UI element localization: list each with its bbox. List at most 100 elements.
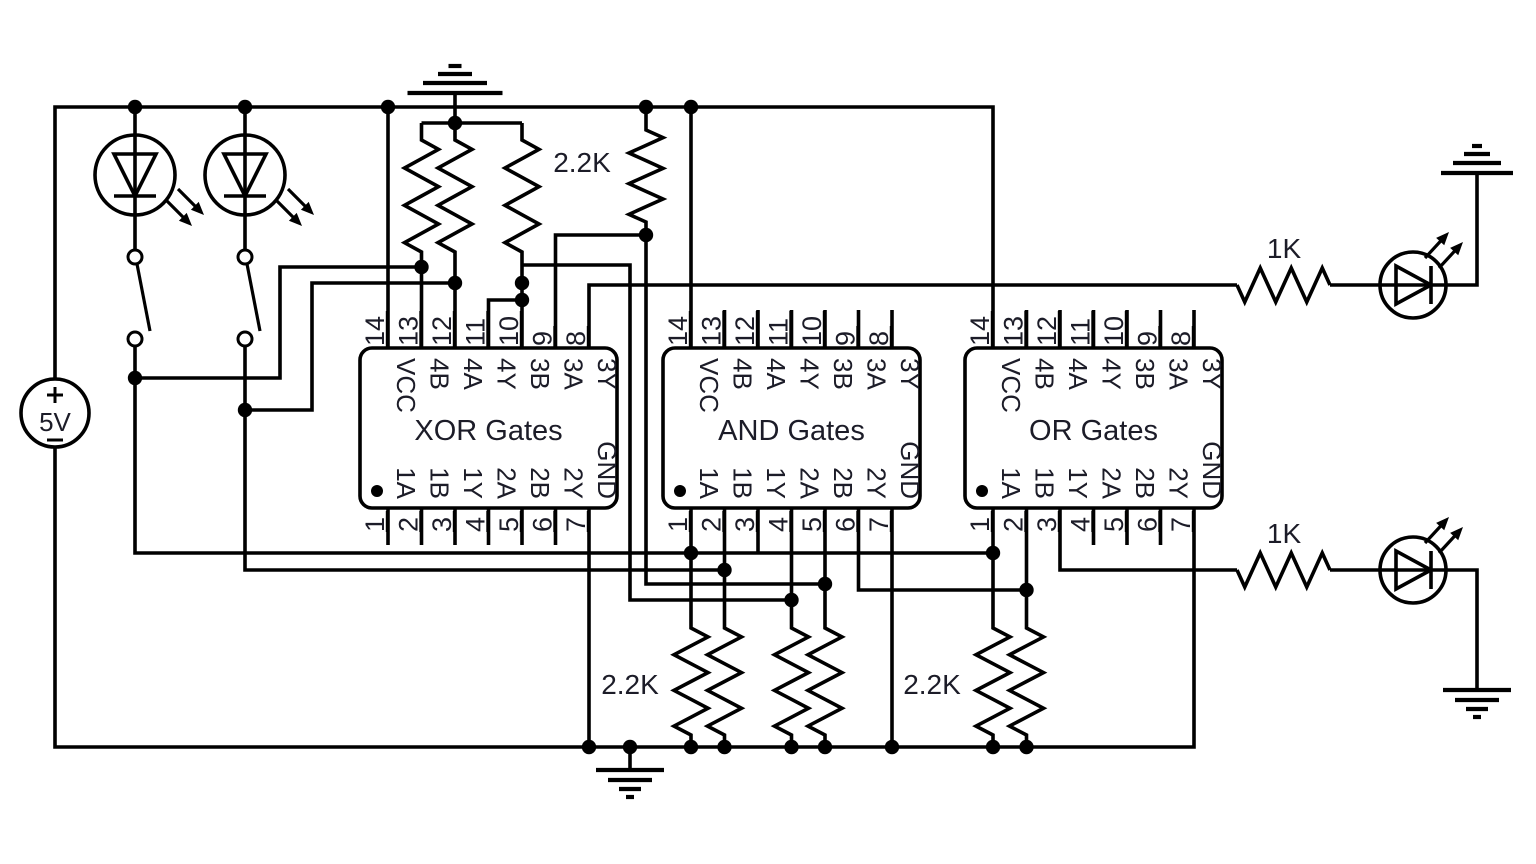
wire [133, 378, 993, 555]
junction-dot [514, 292, 530, 308]
pin-label: 2Y [559, 467, 589, 499]
pin-number: 12 [427, 316, 457, 346]
arrowhead [1450, 242, 1463, 256]
pin-number: 13 [697, 316, 727, 346]
wire [486, 298, 522, 310]
pin-label: 3A [862, 358, 892, 390]
pin-label: 2A [1097, 467, 1127, 499]
wire [670, 553, 712, 747]
resistor-series-led-top: 1K [1235, 233, 1332, 307]
resistor-pulldown-switch-b [434, 123, 476, 283]
resistor-value-and-group: 2.2K [601, 669, 659, 700]
pin-number: 11 [1066, 318, 1096, 346]
pin-number: 5 [1099, 517, 1129, 532]
resistor-pullup-xor3a [624, 107, 668, 235]
switch-a [126, 248, 152, 348]
junction-dot [380, 99, 396, 115]
pin-number: 2 [394, 517, 424, 532]
pin-label: 1Y [1063, 467, 1093, 499]
led-circle [203, 133, 287, 217]
led-circle [1378, 250, 1448, 320]
chip-xor-gates: XOR Gates141VCC1A1324B1B1234A1Y1144Y2A10… [358, 310, 622, 545]
pin-number: 14 [360, 316, 390, 346]
pin-number: 13 [999, 316, 1029, 346]
junction-dot [717, 739, 732, 755]
wire [135, 265, 422, 380]
pin-label: 4A [458, 358, 488, 390]
wire [47, 387, 63, 403]
junction-dot [817, 739, 833, 755]
pin-number: 12 [730, 316, 760, 346]
arrowhead [1436, 232, 1449, 246]
pin-number: 10 [494, 316, 524, 346]
pin-number: 12 [1032, 316, 1062, 346]
junction-dot [784, 739, 799, 755]
pin-label: 3A [559, 358, 589, 390]
pin-number: 7 [1166, 517, 1196, 532]
resistor-value-label: 1K [1267, 518, 1302, 549]
junction-dot [581, 739, 597, 755]
junction-dot [638, 227, 654, 243]
pin-number: 1 [360, 517, 390, 532]
junction-dot [414, 259, 429, 275]
junction-dot [717, 562, 732, 578]
wire [434, 123, 476, 283]
led-output-top [1378, 232, 1463, 320]
pin-label: 2B [1130, 467, 1160, 499]
pin-number: 7 [561, 517, 591, 532]
pin-label: GND [592, 441, 622, 499]
wire [53, 105, 995, 379]
pin-label: 2Y [1164, 467, 1194, 499]
led-circle [93, 133, 177, 217]
junction-dot [1019, 739, 1034, 755]
pin-label: GND [1197, 441, 1227, 499]
diode-triangle [221, 152, 269, 201]
junction-dot [784, 592, 799, 608]
pin-label: 2B [828, 467, 858, 499]
pin-label: 3Y [1197, 358, 1227, 390]
ground-bottom-center [596, 767, 664, 800]
pin-label: 4A [761, 358, 791, 390]
junction-dot [683, 545, 699, 561]
pin-label: 1A [996, 467, 1026, 499]
switch-terminal [236, 248, 254, 266]
pin-number: 10 [797, 316, 827, 346]
arrowhead [1436, 517, 1449, 531]
resistor-pulldown-and-2a [770, 600, 813, 747]
pin-number: 3 [730, 517, 760, 532]
switch-blade [126, 330, 144, 348]
pin-label: 2B [525, 467, 555, 499]
pin-label: 4Y [492, 358, 522, 390]
pin-label: 2A [795, 467, 825, 499]
junction-dot [683, 99, 699, 115]
pin-number: 14 [663, 316, 693, 346]
resistor-value-label: 2.2K [601, 669, 659, 700]
pin-number: 8 [1166, 331, 1196, 346]
pin-number: 9 [528, 331, 558, 346]
resistor-pulldown-and-1a [670, 553, 712, 747]
arrowhead [190, 201, 204, 215]
led-indicator-b [203, 133, 314, 226]
wire [1235, 548, 1332, 592]
chip-name: OR Gates [1029, 415, 1158, 447]
resistor-value-top: 2.2K [553, 147, 611, 178]
ground-top-right [1441, 143, 1513, 176]
wire [804, 584, 846, 747]
pin-label: 3B [1130, 358, 1160, 390]
resistor-pulldown-or-1a [972, 553, 1014, 747]
wire [522, 263, 792, 602]
wire [770, 600, 813, 747]
pin-number: 6 [1133, 517, 1163, 532]
junction-dot [1019, 582, 1034, 598]
pin-number: 14 [965, 316, 995, 346]
switch-terminal [126, 248, 144, 266]
pin-label: 1A [391, 467, 421, 499]
pin-label: 4Y [1097, 358, 1127, 390]
wire [1235, 263, 1332, 307]
wire [644, 235, 825, 586]
diode-triangle [1394, 262, 1435, 308]
pin-label: 3A [1164, 358, 1194, 390]
pin-number: 6 [528, 517, 558, 532]
pin-number: 5 [494, 517, 524, 532]
